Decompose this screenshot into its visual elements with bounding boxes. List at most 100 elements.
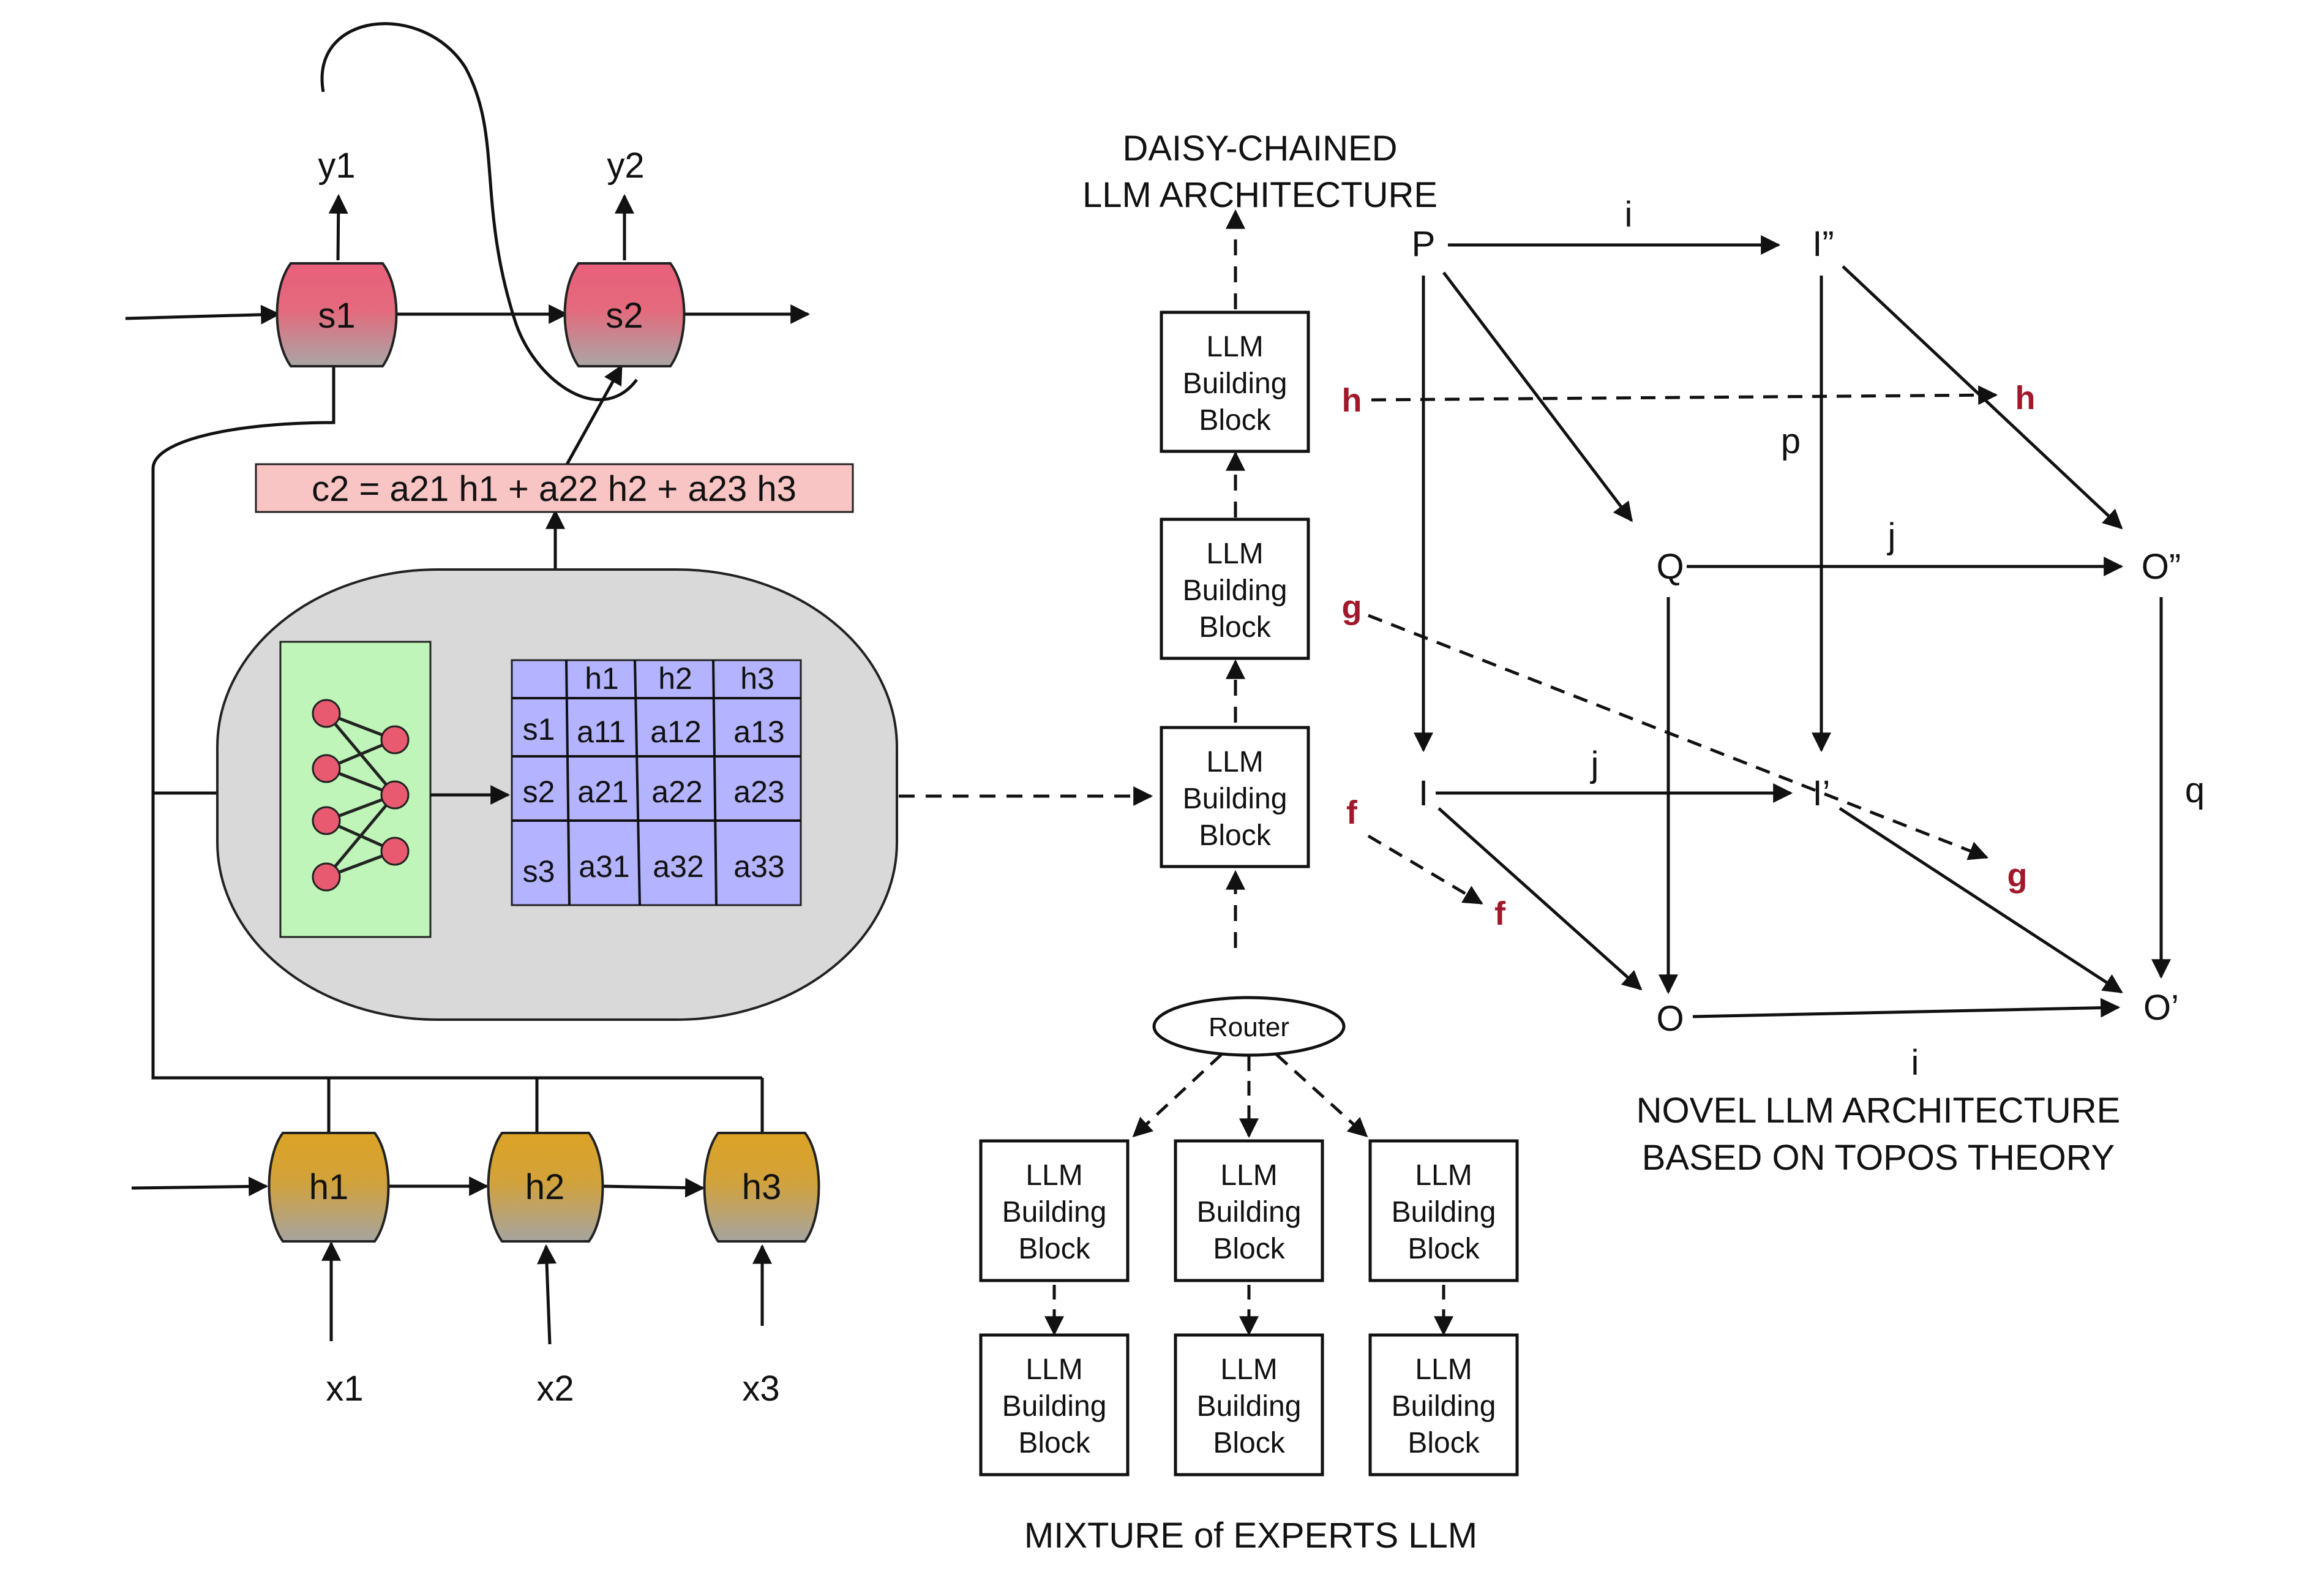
input-label-x2: x2: [536, 1369, 574, 1409]
block-line: Block: [1408, 1427, 1480, 1459]
daisy-title-line1: DAISY-CHAINED: [1122, 129, 1397, 168]
block-line: Building: [1002, 1196, 1107, 1228]
router: Router: [1152, 996, 1346, 1057]
block-line: Block: [1199, 404, 1271, 437]
table-row-label: s1: [523, 712, 555, 747]
moe-arrows: [1044, 1053, 1453, 1336]
moe-block-top-1: LLM Building Block: [979, 1139, 1130, 1282]
attention-rnn-diagram: [125, 22, 811, 1345]
block-line: Building: [1197, 1390, 1302, 1423]
block-line: Building: [1183, 574, 1288, 607]
node-O-prime: O’: [2143, 988, 2179, 1028]
daisy-block-2: LLM Building Block: [1160, 517, 1310, 660]
node-P: P: [1412, 224, 1436, 264]
block-line: Block: [1018, 1427, 1090, 1459]
input-label-x3: x3: [742, 1369, 779, 1409]
functor-label-g: g: [1342, 589, 1362, 626]
block-line: LLM: [1206, 331, 1263, 363]
attention-panel: h1 h2 h3 s1 a11 a12 a13 s2 a21 a22 a23 s…: [216, 568, 898, 1021]
table-cell: a33: [733, 849, 784, 884]
block-line: Block: [1199, 819, 1271, 852]
block-line: Building: [1197, 1196, 1302, 1228]
edge-label-p: p: [1781, 421, 1801, 461]
moe-block-bottom-1: LLM Building Block: [979, 1333, 1130, 1477]
context-formula-text: c2 = a21 h1 + a22 h2 + a23 h3: [312, 469, 797, 509]
table-col-h2: h2: [658, 661, 692, 696]
block-line: Block: [1213, 1427, 1285, 1459]
functor-label-f: f: [1494, 895, 1506, 932]
table-cell: a31: [579, 849, 629, 884]
state-feedback-wire: [151, 366, 762, 1080]
moe-block-bottom-3: LLM Building Block: [1368, 1333, 1519, 1477]
functor-label-h: h: [2015, 380, 2036, 416]
topos-cube-edges: [1414, 235, 2171, 1018]
output-label-y2: y2: [607, 146, 644, 186]
arrow-s1-y1: [328, 194, 348, 261]
table-cell: a11: [577, 715, 626, 749]
block-line: Building: [1002, 1390, 1107, 1423]
table-row-label: s2: [523, 775, 555, 809]
daisy-chain-arrows: [899, 209, 1245, 948]
block-line: Building: [1392, 1390, 1496, 1423]
daisy-block-1: LLM Building Block: [1160, 310, 1310, 453]
functor-label-g: g: [2007, 857, 2028, 894]
edge-label-i-top: i: [1625, 195, 1633, 235]
daisy-title-line2: LLM ARCHITECTURE: [1082, 175, 1438, 215]
table-cell: a13: [733, 715, 784, 749]
table-cell: a12: [650, 715, 701, 749]
edge-label-j-bottom: j: [1590, 745, 1599, 784]
table-col-h1: h1: [585, 661, 619, 696]
topos-title-line2: BASED ON TOPOS THEORY: [1642, 1138, 2115, 1178]
moe-title: MIXTURE of EXPERTS LLM: [1024, 1516, 1477, 1556]
block-line: LLM: [1206, 538, 1263, 570]
state-s1: s1: [276, 262, 398, 367]
hidden-label-h2: h2: [525, 1167, 565, 1207]
table-cell: a21: [577, 775, 628, 809]
topos-title-line1: NOVEL LLM ARCHITECTURE: [1636, 1091, 2121, 1130]
hidden-h2: h2: [487, 1132, 604, 1243]
topos-functor-arrows: [1367, 385, 1998, 905]
node-I-prime: I’: [1813, 773, 1831, 813]
block-line: Block: [1018, 1233, 1090, 1265]
functor-label-h: h: [1342, 382, 1362, 419]
node-Q: Q: [1656, 547, 1684, 587]
node-I: I: [1419, 773, 1428, 813]
block-line: Block: [1408, 1233, 1480, 1265]
block-line: Building: [1183, 367, 1288, 400]
node-O-double-prime: O”: [2142, 547, 2181, 587]
state-label-s1: s1: [318, 296, 355, 336]
moe-block-bottom-2: LLM Building Block: [1174, 1333, 1324, 1477]
context-formula-box: c2 = a21 h1 + a22 h2 + a23 h3: [255, 463, 854, 513]
block-line: LLM: [1220, 1159, 1277, 1192]
state-label-s2: s2: [605, 296, 643, 336]
daisy-block-3: LLM Building Block: [1160, 726, 1310, 868]
block-line: LLM: [1206, 746, 1263, 778]
hidden-h3: h3: [703, 1132, 820, 1243]
input-label-x1: x1: [326, 1369, 363, 1409]
edge-label-i-bottom: i: [1911, 1043, 1919, 1083]
node-O: O: [1656, 999, 1684, 1039]
attention-table: h1 h2 h3 s1 a11 a12 a13 s2 a21 a22 a23 s…: [511, 659, 802, 906]
table-cell: a32: [653, 849, 703, 884]
moe-block-top-3: LLM Building Block: [1368, 1139, 1519, 1282]
moe-block-top-2: LLM Building Block: [1174, 1139, 1324, 1282]
router-label: Router: [1209, 1012, 1289, 1042]
hidden-label-h3: h3: [742, 1167, 782, 1207]
block-line: LLM: [1415, 1353, 1472, 1386]
edge-label-q: q: [2185, 770, 2205, 810]
arrow-x2-h2: [537, 1244, 557, 1345]
node-I-double-prime: I”: [1812, 224, 1834, 264]
block-line: Building: [1392, 1196, 1496, 1228]
block-line: Block: [1199, 611, 1271, 644]
hidden-label-h1: h1: [309, 1167, 349, 1207]
table-cell: a23: [733, 775, 784, 809]
arrow-h2-h3: [602, 1178, 705, 1198]
feedback-loop-curve: [320, 22, 638, 401]
table-row-label: s3: [523, 854, 555, 889]
output-label-y1: y1: [318, 146, 355, 186]
table-cell: a22: [651, 775, 702, 809]
input-arrow-h1: [131, 1176, 269, 1197]
table-col-h3: h3: [740, 661, 774, 696]
input-arrow-s1: [125, 304, 281, 325]
